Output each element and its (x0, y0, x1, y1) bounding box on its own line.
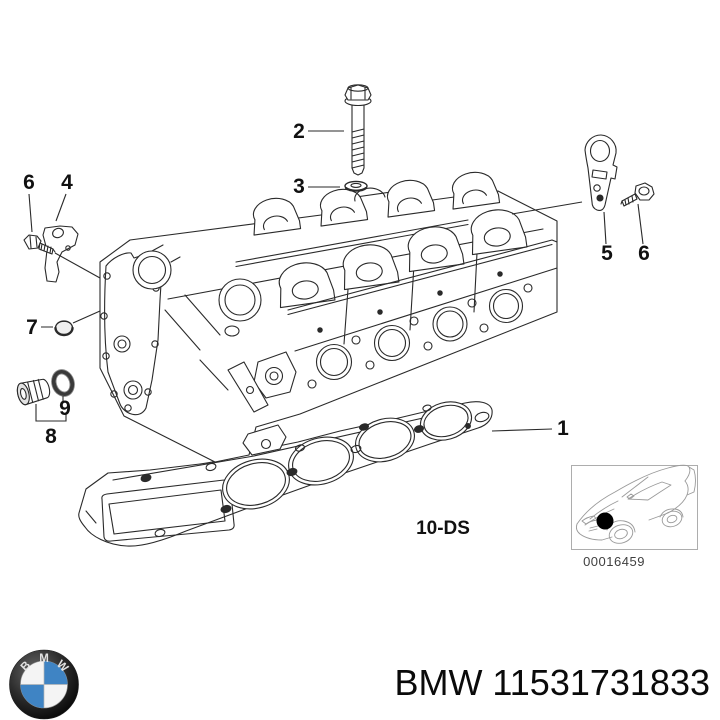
leader-bolt-to-head (54, 252, 101, 279)
car-thumbnail: 00016459 (571, 464, 698, 569)
bmw-logo-quadrant (44, 661, 68, 685)
o-ring-drawing (51, 369, 75, 397)
callout-5-label: 5 (601, 242, 613, 265)
brand-name-text: BMW (394, 662, 482, 703)
engine-location-dot (596, 512, 614, 530)
callout-labels: 1 2 3 4 5 6 6 7 8 9 (23, 120, 650, 448)
leader-6-right (637, 203, 644, 245)
thumbnail-code-label: 00016459 (583, 554, 645, 569)
bmw-logo-quadrant (20, 684, 44, 708)
callout-6-right-label: 6 (638, 242, 650, 265)
callout-6-left-label: 6 (23, 171, 35, 194)
hex-bolt-left-drawing (23, 234, 56, 255)
leader-6-left (28, 193, 33, 233)
variant-code-label: 10-DS (416, 518, 470, 539)
bmw-logo-letter-m: M (39, 653, 49, 665)
leader-lines (28, 130, 644, 432)
callout-2-label: 2 (293, 120, 305, 143)
callout-7-label: 7 (26, 316, 38, 339)
core-plug-drawing (16, 378, 51, 406)
leader-7 (41, 310, 101, 328)
leader-1 (491, 428, 553, 432)
leader-4 (55, 193, 67, 222)
part-number-text: 11531731833 (492, 662, 710, 703)
leader-5 (603, 211, 607, 245)
head-gasket-drawing (78, 401, 493, 547)
washer-drawing (344, 180, 368, 192)
callout-4-label: 4 (61, 171, 73, 194)
cylinder-head-drawing (99, 168, 558, 463)
bracket-left-drawing (42, 225, 79, 283)
leader-8-bracket (35, 404, 67, 422)
car-thumbnail-box (571, 465, 698, 550)
hex-bolt-right-drawing (620, 182, 655, 207)
bracket-right-drawing (584, 134, 618, 211)
callout-1-label: 1 (557, 417, 569, 440)
cylinder-head-bolt-drawing (344, 84, 372, 176)
callout-3-label: 3 (293, 175, 305, 198)
callout-9-label: 9 (59, 397, 71, 420)
leader-bracket-to-head (511, 201, 583, 215)
sealing-cap-drawing (54, 320, 74, 337)
bmw-logo-icon: B M W (9, 649, 79, 720)
callout-8-label: 8 (45, 425, 57, 448)
